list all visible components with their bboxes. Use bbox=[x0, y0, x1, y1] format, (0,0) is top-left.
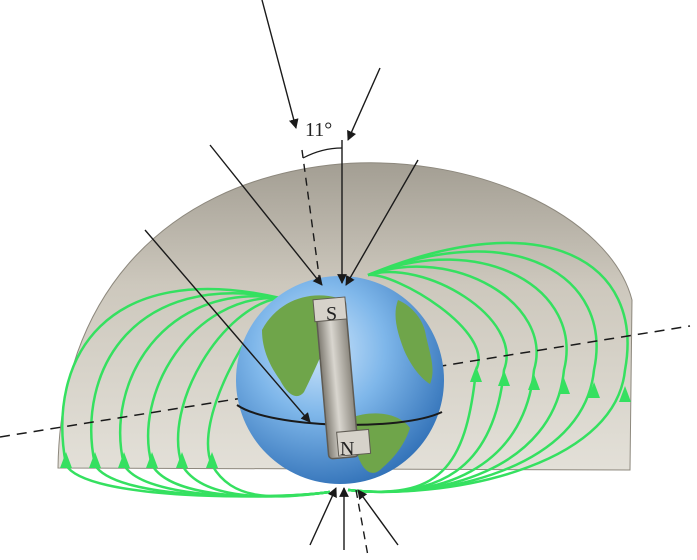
field-loop-right-3 bbox=[347, 258, 568, 494]
field-arrow-top-2 bbox=[347, 67, 381, 141]
field-loop-left-arrow-5 bbox=[176, 452, 188, 468]
bar-magnet-icon bbox=[312, 296, 372, 460]
field-loop-right-arrow-3 bbox=[558, 378, 570, 394]
field-loop-right-arrow-6 bbox=[470, 366, 482, 382]
south-america-landmass bbox=[349, 413, 410, 473]
field-arrow-top-5 bbox=[345, 159, 419, 286]
field-loop-left-arrow-3 bbox=[118, 452, 130, 468]
field-loop-right-2 bbox=[347, 250, 598, 494]
field-loop-right-1 bbox=[347, 241, 629, 494]
field-loop-right-arrow-2 bbox=[588, 382, 600, 398]
field-arrow-bottom-1 bbox=[309, 487, 337, 546]
field-loop-left-arrow-2 bbox=[89, 452, 101, 468]
field-lines-bottom bbox=[309, 487, 399, 550]
field-loop-left-arrow-4 bbox=[146, 452, 158, 468]
europe-africa-landmass bbox=[395, 300, 433, 384]
north-pole-label: N bbox=[340, 438, 354, 460]
field-loop-right-arrow-1 bbox=[619, 386, 631, 402]
field-loop-right-arrow-4 bbox=[528, 374, 540, 390]
field-lines-right bbox=[347, 241, 631, 494]
field-arrow-top-6 bbox=[144, 229, 311, 423]
magnetic-axis-dashed-bottom bbox=[355, 489, 369, 557]
angle-arc bbox=[302, 147, 343, 159]
field-arrow-top-3 bbox=[209, 144, 323, 286]
field-arrow-top-1 bbox=[261, 0, 299, 129]
incoming-field-lines-top bbox=[144, 0, 419, 423]
field-loop-right-arrow-5 bbox=[498, 370, 510, 386]
field-loop-right-4 bbox=[347, 265, 538, 494]
field-arrow-bottom-3 bbox=[357, 489, 399, 546]
field-loop-left-arrow-6 bbox=[206, 452, 218, 468]
south-pole-label: S bbox=[326, 303, 337, 325]
field-loop-left-arrow-1 bbox=[60, 452, 72, 468]
angle-label: 11° bbox=[305, 119, 332, 141]
